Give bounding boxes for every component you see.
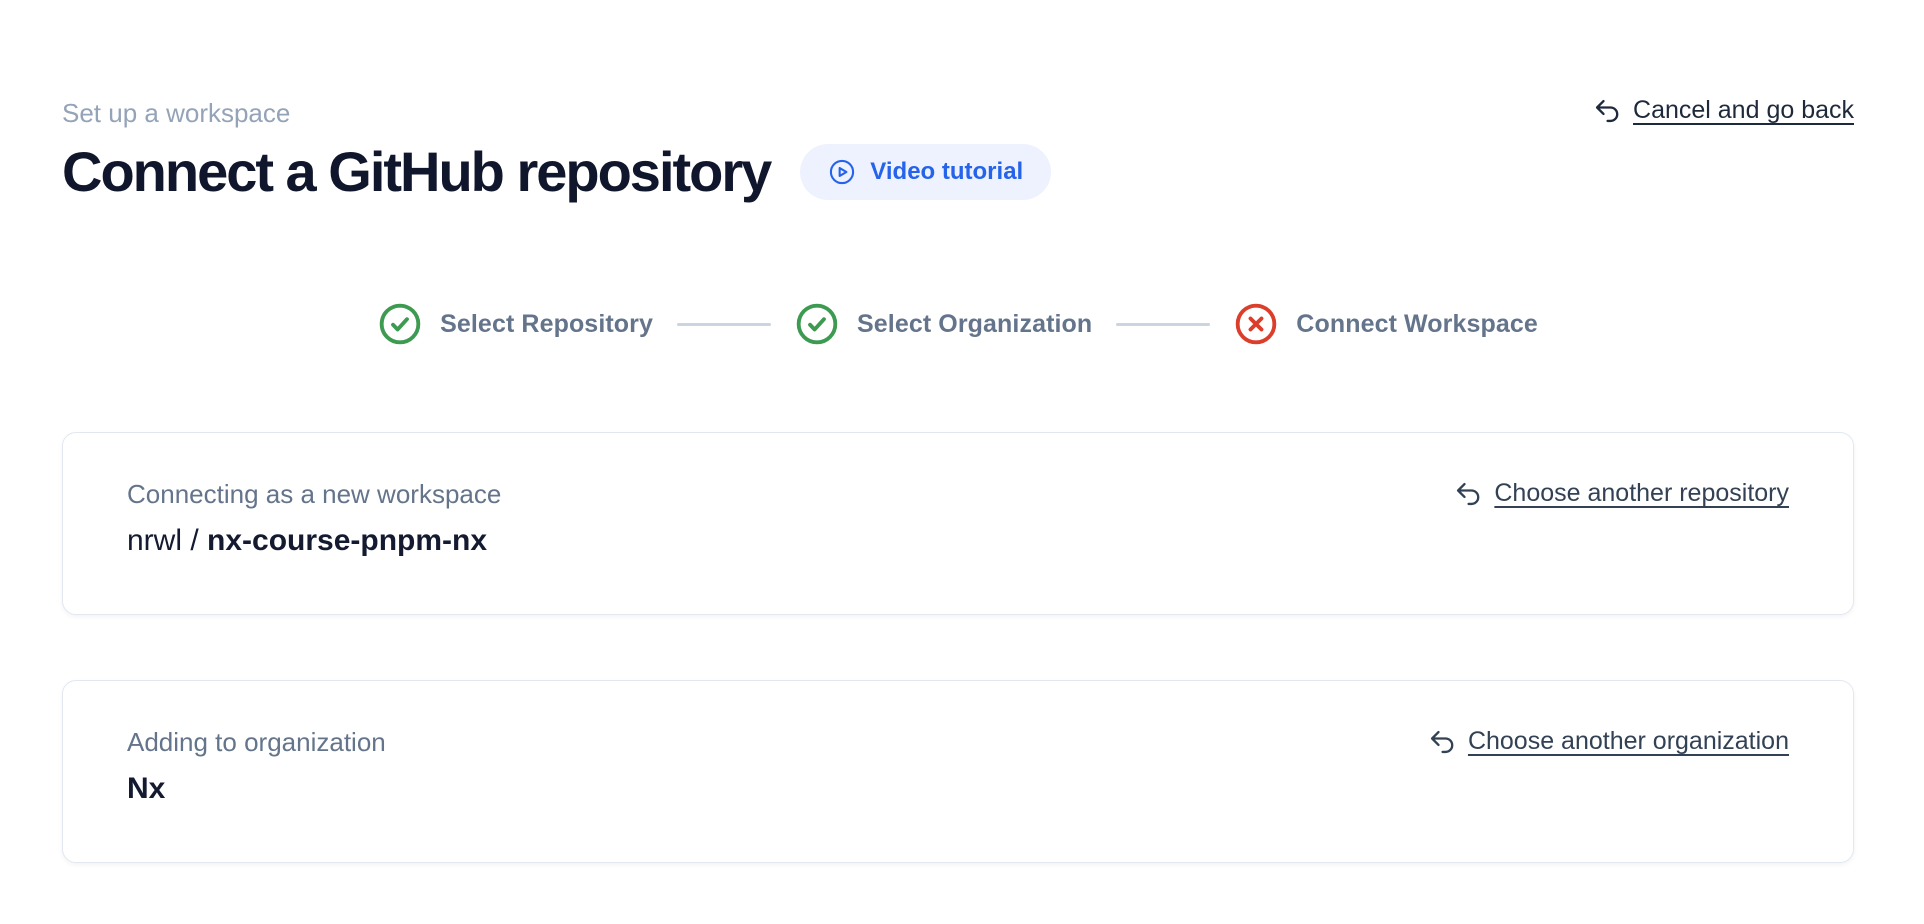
video-tutorial-button[interactable]: Video tutorial <box>800 144 1052 200</box>
page-title: Connect a GitHub repository <box>62 140 772 203</box>
step-select-repository: Select Repository <box>378 302 653 346</box>
stepper-connector <box>1116 322 1211 326</box>
repository-card-info: Connecting as a new workspace nrwl / nx-… <box>127 477 501 562</box>
x-circle-icon <box>1236 303 1277 345</box>
step-label: Connect Workspace <box>1296 309 1538 338</box>
eyebrow-label: Set up a workspace <box>62 98 291 128</box>
organization-card-info: Adding to organization Nx <box>127 725 386 810</box>
cancel-link-label: Cancel and go back <box>1633 96 1854 124</box>
play-circle-icon <box>830 159 855 185</box>
choose-another-organization-link[interactable]: Choose another organization <box>1428 727 1789 756</box>
undo-icon <box>1430 730 1454 753</box>
check-circle-icon <box>796 303 838 345</box>
organization-card: Adding to organization Nx Choose another… <box>62 680 1854 863</box>
choose-another-repository-link[interactable]: Choose another repository <box>1454 479 1789 508</box>
step-label: Select Repository <box>440 309 653 338</box>
title-row: Connect a GitHub repository Video tutori… <box>62 140 1854 204</box>
header-row: Set up a workspace Cancel and go back <box>62 96 1854 130</box>
video-tutorial-label: Video tutorial <box>870 158 1024 185</box>
step-connect-workspace: Connect Workspace <box>1234 302 1538 346</box>
step-label: Select Organization <box>857 309 1093 338</box>
repository-card-label: Connecting as a new workspace <box>127 479 502 509</box>
cancel-and-go-back-link[interactable]: Cancel and go back <box>1593 96 1854 125</box>
stepper: Select Repository Select Organization Co… <box>62 302 1854 346</box>
check-circle-icon <box>379 303 421 345</box>
organization-name-text: Nx <box>127 772 166 805</box>
organization-card-label: Adding to organization <box>127 727 386 757</box>
choose-another-repository-label: Choose another repository <box>1494 479 1789 507</box>
stepper-connector <box>677 322 771 326</box>
choose-another-organization-label: Choose another organization <box>1467 727 1789 755</box>
repository-card: Connecting as a new workspace nrwl / nx-… <box>62 432 1854 615</box>
repository-repo-name: nx-course-pnpm-nx <box>207 524 488 557</box>
repository-owner: nrwl / <box>127 524 208 557</box>
setup-workspace-page: Set up a workspace Cancel and go back Co… <box>62 96 1854 863</box>
step-select-organization: Select Organization <box>795 302 1092 346</box>
repository-name: nrwl / nx-course-pnpm-nx <box>127 520 501 562</box>
organization-name: Nx <box>127 768 386 810</box>
undo-icon <box>1595 99 1619 122</box>
undo-icon <box>1457 482 1480 505</box>
